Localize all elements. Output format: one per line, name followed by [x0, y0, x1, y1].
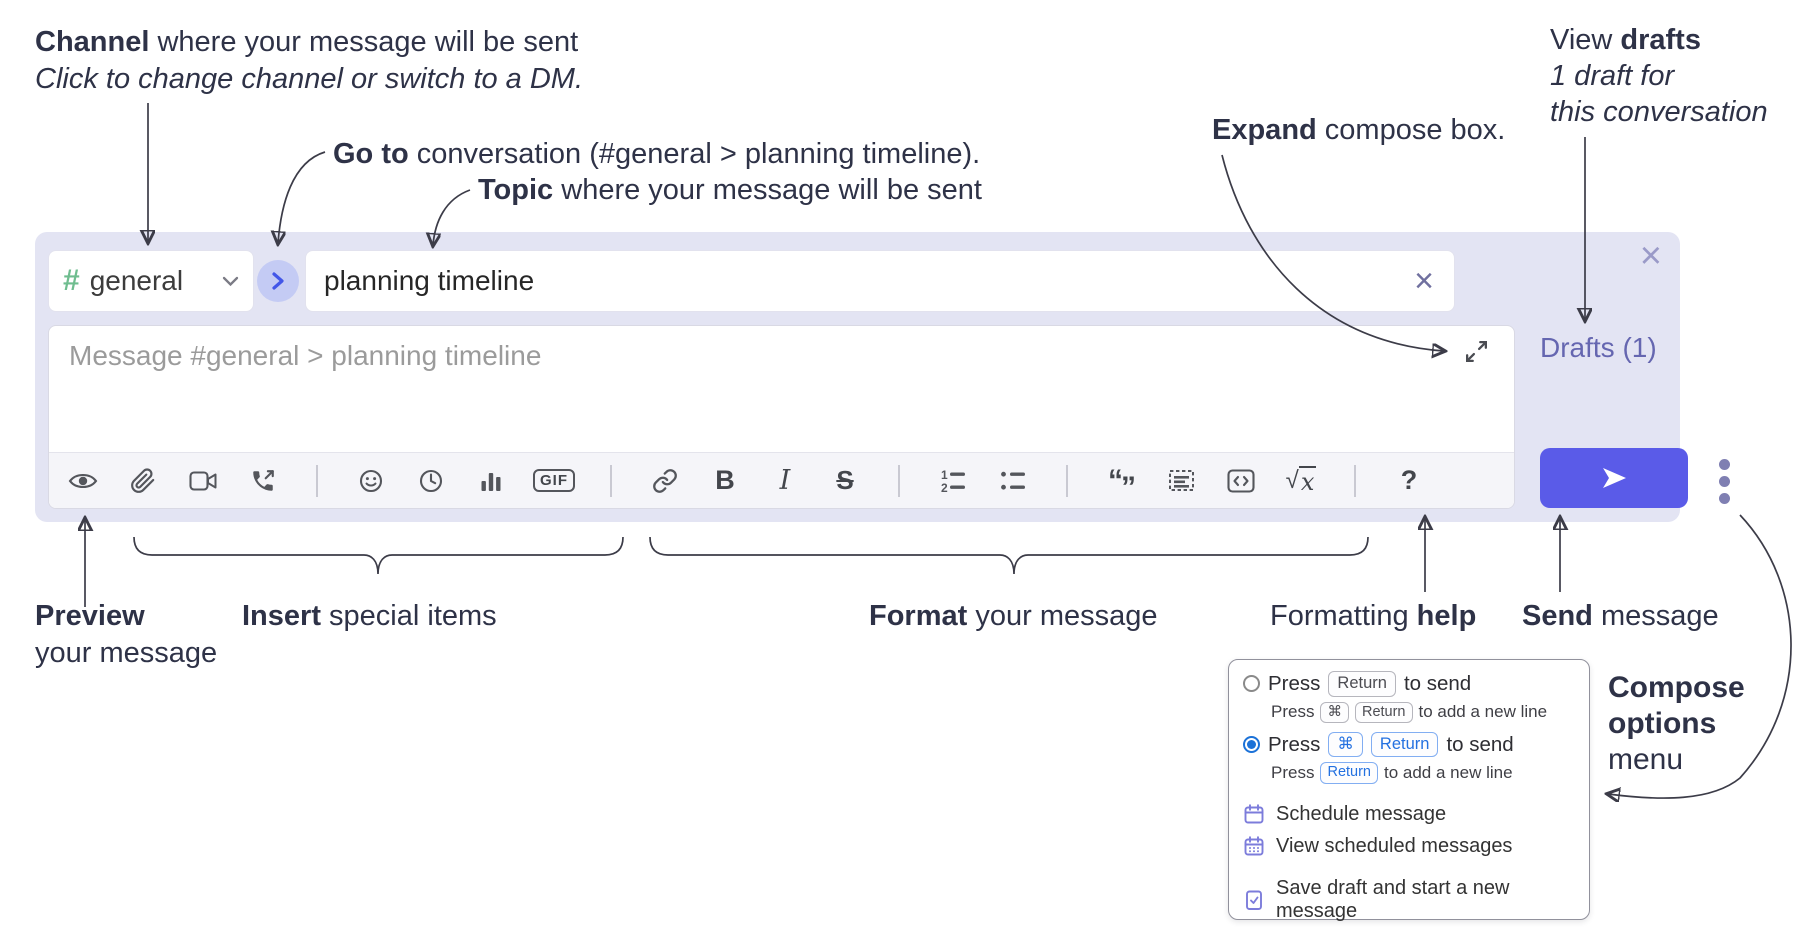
goto-arrow: [278, 151, 326, 243]
compose-options-popup: Press Return to send Press ⌘ Return to a…: [1228, 659, 1590, 923]
toolbar-divider: [587, 453, 635, 509]
svg-text:2: 2: [941, 481, 948, 495]
global-time-icon[interactable]: [401, 453, 461, 509]
go-to-conversation-button[interactable]: [257, 260, 299, 302]
annotation-expand: Expand compose box.: [1212, 114, 1506, 146]
calendar-grid-icon: [1244, 836, 1264, 856]
bold-icon[interactable]: B: [715, 465, 735, 495]
attach-file-icon[interactable]: [113, 453, 173, 509]
channel-name: general: [89, 265, 184, 296]
quote-icon[interactable]: “”: [1108, 463, 1136, 504]
popup-option-enter-sends[interactable]: Press Return to send: [1243, 671, 1575, 697]
key-return: Return: [1354, 701, 1413, 723]
draft-check-icon: [1246, 890, 1262, 910]
annotation-insert: Insert special items: [242, 600, 497, 632]
toolbar-divider: [293, 453, 341, 509]
toolbar-divider: [1043, 453, 1091, 509]
preview-message-icon[interactable]: [53, 453, 113, 509]
channel-hash-icon: #: [63, 264, 80, 297]
annotation-send-message: Send message: [1522, 600, 1719, 632]
code-icon[interactable]: [1211, 453, 1271, 509]
svg-text:1: 1: [941, 468, 948, 482]
bulleted-list-icon[interactable]: [983, 453, 1043, 509]
link-icon[interactable]: [635, 453, 695, 509]
key-return: Return: [1370, 731, 1439, 758]
popup-option-cmd-enter-sends[interactable]: Press ⌘ Return to send: [1243, 731, 1575, 758]
toolbar-divider: [1331, 453, 1379, 509]
insert-brace: [133, 536, 624, 575]
annotation-channel-line2: Click to change channel or switch to a D…: [35, 63, 584, 95]
poll-icon[interactable]: [461, 453, 521, 509]
key-cmd: ⌘: [1320, 701, 1349, 723]
chevron-down-icon: [222, 276, 239, 287]
message-area: [49, 326, 1514, 452]
compose-box: # general × ×: [35, 232, 1730, 522]
key-return: Return: [1320, 762, 1378, 784]
message-formatting-help-icon[interactable]: ?: [1400, 465, 1418, 495]
key-cmd: ⌘: [1328, 731, 1363, 758]
message-textarea[interactable]: [49, 326, 1514, 452]
popup-option-cmd-enter-sends-sub: Press Return to add a new line: [1271, 762, 1513, 784]
emoji-icon[interactable]: [341, 453, 401, 509]
compose-options-menu-icon[interactable]: [1709, 454, 1739, 508]
italic-icon[interactable]: I: [779, 465, 791, 496]
annotation-format: Format your message: [869, 600, 1158, 632]
annotation-channel-rest: where your message will be sent: [149, 26, 579, 58]
topic-input[interactable]: [324, 265, 1413, 297]
message-box: GIF B I S 12 “”: [48, 325, 1515, 509]
drafts-link[interactable]: Drafts (1): [1540, 332, 1657, 363]
annotation-preview: Preview your message: [35, 600, 218, 669]
popup-item-schedule-message[interactable]: Schedule message: [1243, 803, 1575, 826]
annotation-topic: Topic where your message will be sent: [478, 174, 982, 206]
video-call-icon[interactable]: [173, 453, 233, 509]
send-button[interactable]: [1540, 448, 1688, 508]
topic-input-wrap: ×: [305, 250, 1455, 312]
close-compose-icon[interactable]: ×: [1639, 235, 1662, 277]
channel-selector[interactable]: # general: [48, 250, 254, 312]
popup-item-view-scheduled-messages[interactable]: View scheduled messages: [1243, 835, 1575, 858]
annotation-channel: Channel where your message will be sent …: [35, 24, 583, 98]
math-icon[interactable]: √x: [1285, 465, 1317, 496]
spoiler-icon[interactable]: [1151, 453, 1211, 509]
expand-compose-icon[interactable]: [1463, 338, 1490, 365]
toolbar-divider: [875, 453, 923, 509]
format-brace: [649, 536, 1369, 575]
clear-topic-icon[interactable]: ×: [1414, 262, 1434, 300]
calendar-icon: [1244, 804, 1264, 824]
gif-icon[interactable]: GIF: [521, 453, 587, 509]
popup-option-enter-sends-sub: Press ⌘ Return to add a new line: [1271, 701, 1548, 723]
strikethrough-icon[interactable]: S: [836, 465, 854, 495]
send-icon: [1603, 468, 1626, 488]
voice-call-icon[interactable]: [233, 453, 293, 509]
annotation-formatting-help: Formatting help: [1270, 600, 1477, 632]
annotation-compose-options-menu: Compose options menu: [1608, 671, 1745, 776]
radio-unselected-icon[interactable]: [1243, 675, 1260, 693]
annotation-go-to: Go to conversation (#general > planning …: [333, 138, 981, 170]
key-return: Return: [1328, 671, 1396, 697]
annotation-view-drafts: View drafts 1 draft for this conversatio…: [1550, 24, 1768, 128]
chevron-right-icon: [272, 272, 284, 290]
radio-selected-icon[interactable]: [1243, 736, 1260, 754]
popup-item-save-draft[interactable]: Save draft and start a new message: [1243, 877, 1575, 923]
annotation-channel-bold: Channel: [35, 26, 150, 58]
